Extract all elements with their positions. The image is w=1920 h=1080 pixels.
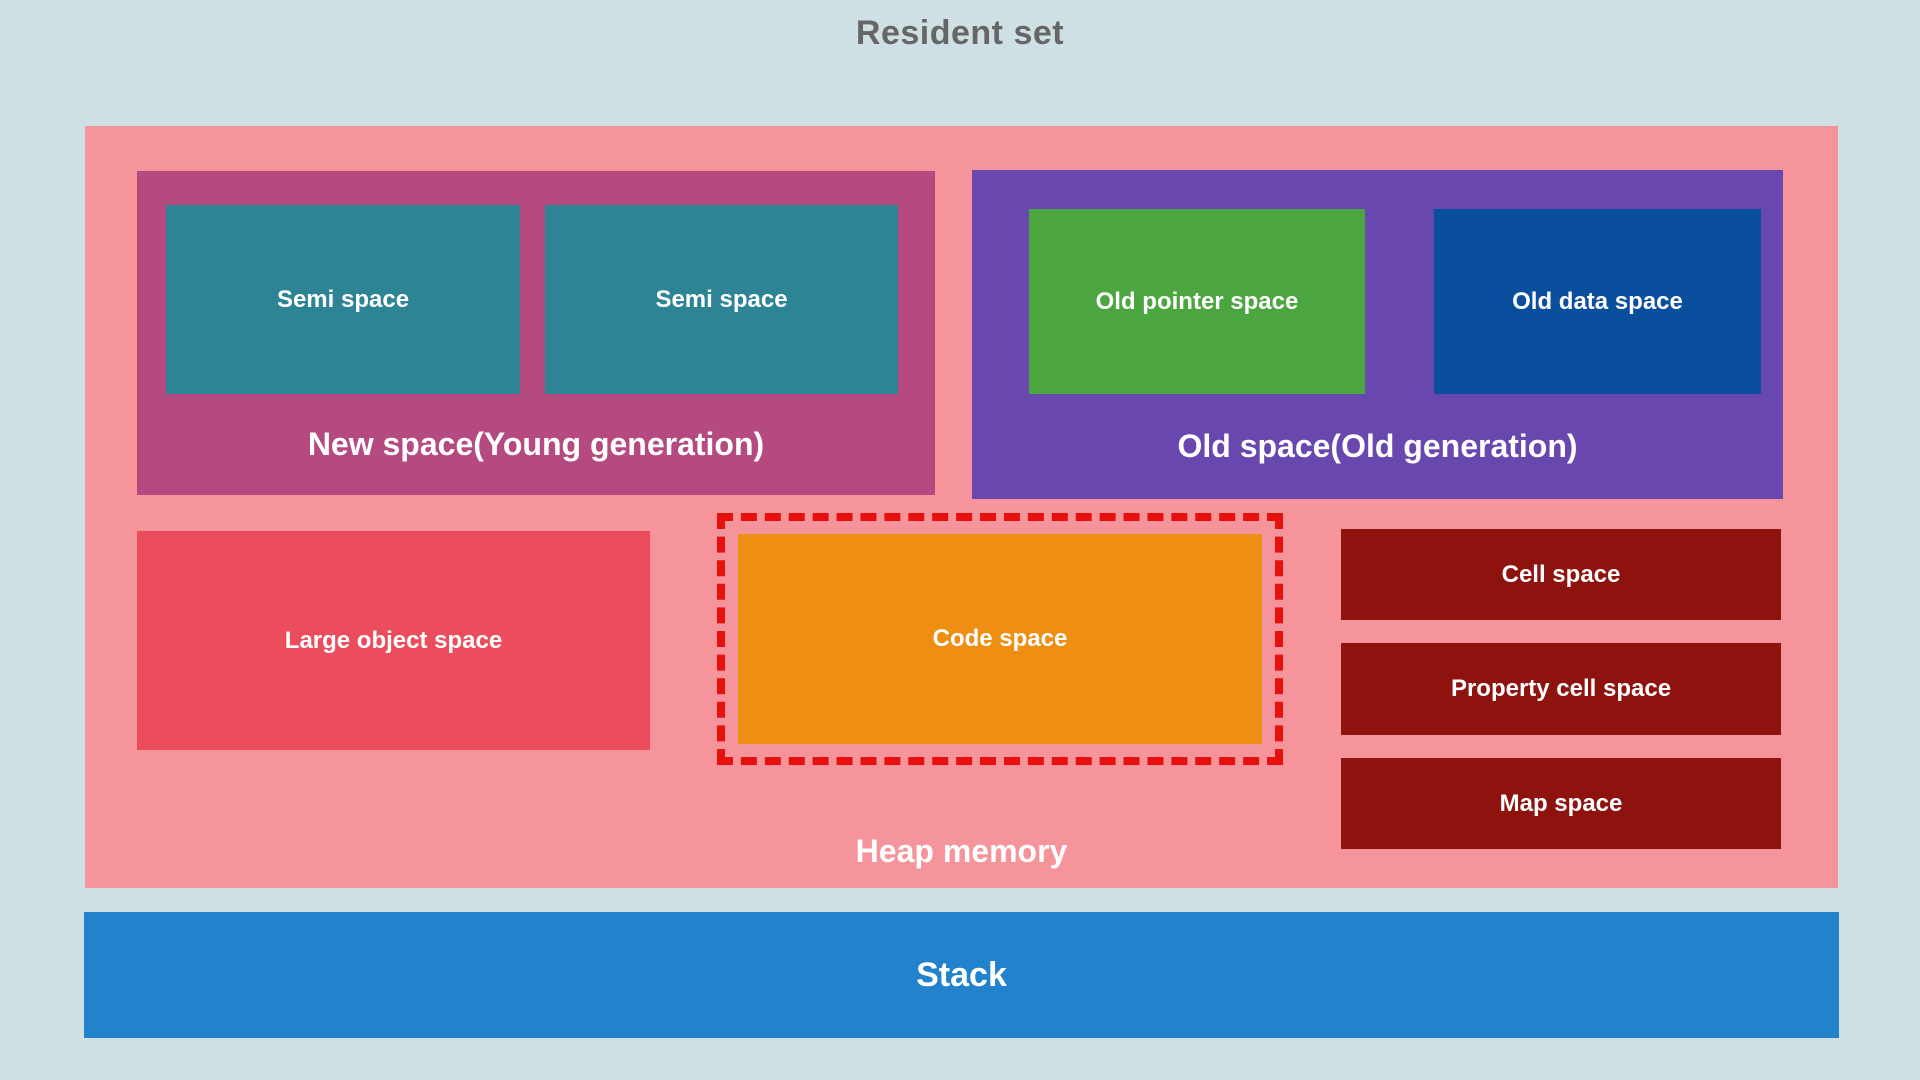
cell-space-box: Cell space xyxy=(1341,529,1781,620)
old-data-space-box: Old data space xyxy=(1434,209,1761,394)
semi-space-box-2: Semi space xyxy=(545,205,898,394)
semi-space-box-1: Semi space xyxy=(166,205,520,394)
large-object-space-box: Large object space xyxy=(137,531,650,750)
stack-bar: Stack xyxy=(84,912,1839,1038)
heap-memory-label: Heap memory xyxy=(855,833,1068,869)
old-space-label: Old space(Old generation) xyxy=(1177,428,1578,464)
old-pointer-space-box: Old pointer space xyxy=(1029,209,1365,394)
new-space-region: Semi space Semi space New space(Young ge… xyxy=(137,171,935,495)
heap-memory-region: Semi space Semi space New space(Young ge… xyxy=(85,126,1838,888)
map-space-box: Map space xyxy=(1341,758,1781,849)
code-space-box: Code space xyxy=(738,534,1262,744)
old-space-region: Old pointer space Old data space Old spa… xyxy=(972,170,1783,499)
code-space-highlight-outline: Code space xyxy=(717,513,1283,765)
new-space-label: New space(Young generation) xyxy=(307,426,765,462)
property-cell-space-box: Property cell space xyxy=(1341,643,1781,735)
page-title: Resident set xyxy=(855,14,1065,52)
